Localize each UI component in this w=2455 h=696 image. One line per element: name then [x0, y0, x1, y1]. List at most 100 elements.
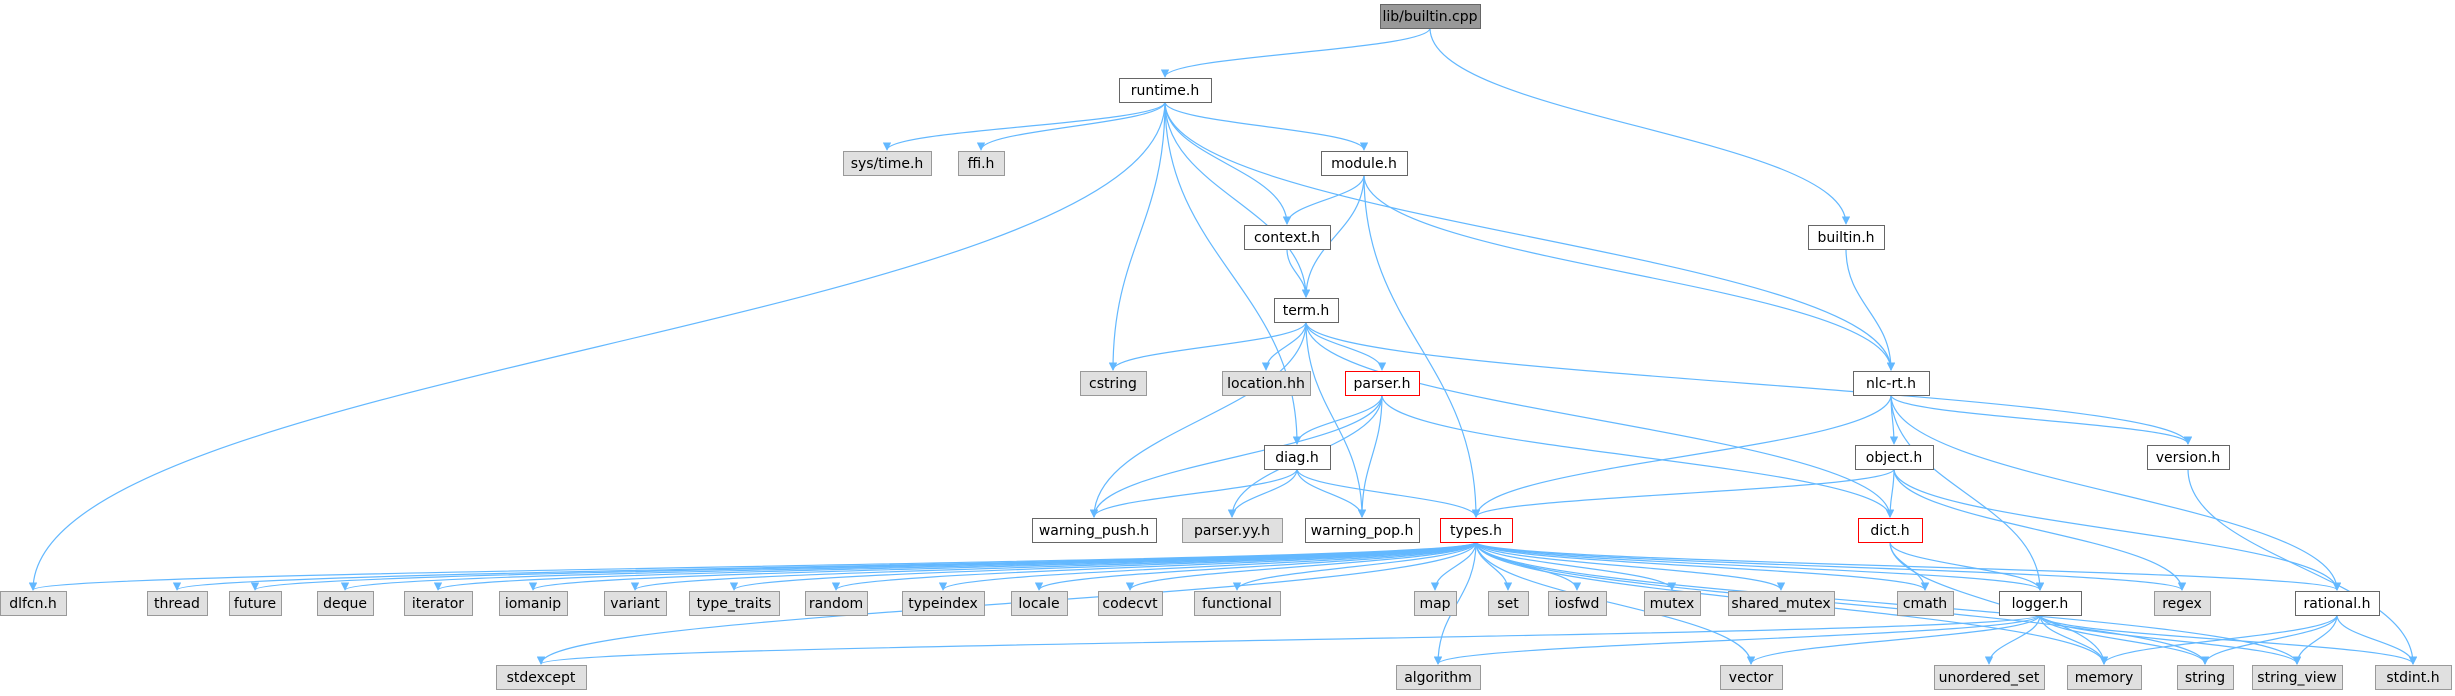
node-stdint-h[interactable]: stdint.h: [2375, 665, 2452, 690]
node-sys-time-h[interactable]: sys/time.h: [843, 151, 932, 176]
edge-dict-h-to-logger-h: [1889, 541, 2045, 591]
node-cstring[interactable]: cstring: [1080, 371, 1147, 396]
edge-types-h-to-codecvt: [1125, 541, 1477, 591]
edge-types-h-to-rational-h: [1475, 541, 2341, 591]
edge-types-h-to-typeindex: [938, 541, 1477, 591]
edge-types-h-to-stdexcept: [536, 541, 1477, 665]
node-box-algorithm: [1396, 665, 1481, 690]
node-builtin-h[interactable]: builtin.h: [1808, 225, 1885, 250]
node-string-view[interactable]: string_view: [2252, 665, 2343, 690]
node-label-typeindex: typeindex: [908, 596, 978, 612]
edge-types-h-to-functional: [1232, 541, 1477, 591]
node-label-iterator: iterator: [412, 596, 464, 612]
node-random[interactable]: random: [805, 591, 868, 616]
node-label-mutex: mutex: [1650, 596, 1695, 612]
node-parser-yy-h[interactable]: parser.yy.h: [1182, 518, 1283, 543]
node-algorithm[interactable]: algorithm: [1396, 665, 1481, 690]
node-functional[interactable]: functional: [1194, 591, 1281, 616]
node-label-iomanip: iomanip: [505, 596, 561, 612]
node-regex[interactable]: regex: [2154, 591, 2211, 616]
node-iosfwd[interactable]: iosfwd: [1548, 591, 1607, 616]
node-warning-push-h[interactable]: warning_push.h: [1032, 518, 1157, 543]
edge-term-h-to-warning-push-h: [1089, 321, 1307, 518]
node-module-h[interactable]: module.h: [1321, 151, 1408, 176]
node-label-object-h: object.h: [1866, 450, 1922, 466]
node-mutex[interactable]: mutex: [1644, 591, 1701, 616]
node-iomanip[interactable]: iomanip: [499, 591, 568, 616]
node-thread[interactable]: thread: [147, 591, 208, 616]
node-codecvt[interactable]: codecvt: [1098, 591, 1163, 616]
nodes-layer: lib/builtin.cpp runtime.h builtin.h sys/tim…: [0, 4, 2452, 690]
node-label-iosfwd: iosfwd: [1555, 596, 1600, 612]
edge-object-h-to-rational-h: [1893, 468, 2342, 591]
node-box-dlfcn-h: [0, 591, 67, 616]
node-future[interactable]: future: [229, 591, 282, 616]
edge-module-h-to-nlc-rt-h: [1363, 174, 1896, 371]
edge-runtime-h-to-nlc-rt-h: [1164, 101, 1896, 371]
edges-layer: [28, 27, 2418, 665]
node-locale[interactable]: locale: [1011, 591, 1068, 616]
node-label-location-hh: location.hh: [1227, 376, 1305, 392]
node-label-map: map: [1419, 596, 1450, 612]
node-rational-h[interactable]: rational.h: [2295, 591, 2380, 616]
node-memory[interactable]: memory: [2067, 665, 2142, 690]
edge-module-h-to-term-h: [1301, 174, 1365, 298]
node-builtin-cpp[interactable]: lib/builtin.cpp: [1380, 4, 1481, 29]
node-label-string: string: [2185, 670, 2225, 686]
edge-nlc-rt-h-to-types-h: [1471, 394, 1892, 518]
node-vector[interactable]: vector: [1720, 665, 1783, 690]
edge-types-h-to-iterator: [434, 541, 1477, 591]
node-string[interactable]: string: [2177, 665, 2234, 690]
node-deque[interactable]: deque: [317, 591, 374, 616]
node-shared-mutex[interactable]: shared_mutex: [1728, 591, 1835, 616]
node-term-h[interactable]: term.h: [1274, 298, 1339, 323]
node-box-regex: [2154, 591, 2211, 616]
node-context-h[interactable]: context.h: [1244, 225, 1331, 250]
edge-logger-h-to-stdexcept: [537, 614, 2041, 665]
node-types-h[interactable]: types.h: [1440, 518, 1513, 543]
edge-types-h-to-string: [1475, 541, 2210, 665]
node-type-traits[interactable]: type_traits: [689, 591, 780, 616]
edge-dict-h-to-memory: [1889, 541, 2109, 665]
node-cmath[interactable]: cmath: [1897, 591, 1954, 616]
node-map[interactable]: map: [1414, 591, 1457, 616]
edge-nlc-rt-h-to-version-h: [1890, 394, 2193, 445]
node-ffi-h[interactable]: ffi.h: [958, 151, 1005, 176]
edge-builtin-cpp-to-runtime-h: [1160, 27, 1431, 78]
node-set[interactable]: set: [1488, 591, 1529, 616]
node-object-h[interactable]: object.h: [1855, 445, 1934, 470]
node-diag-h[interactable]: diag.h: [1264, 445, 1331, 470]
edge-term-h-to-dict-h: [1305, 321, 1895, 518]
node-location-hh[interactable]: location.hh: [1222, 371, 1311, 396]
node-typeindex[interactable]: typeindex: [902, 591, 985, 616]
node-label-thread: thread: [154, 596, 200, 612]
node-label-types-h: types.h: [1450, 523, 1502, 539]
node-dict-h[interactable]: dict.h: [1858, 518, 1923, 543]
node-iterator[interactable]: iterator: [404, 591, 473, 616]
node-parser-h[interactable]: parser.h: [1345, 371, 1420, 396]
node-variant[interactable]: variant: [604, 591, 667, 616]
node-runtime-h[interactable]: runtime.h: [1119, 78, 1212, 103]
edge-types-h-to-regex: [1475, 541, 2186, 591]
edge-object-h-to-types-h: [1471, 468, 1895, 518]
node-box-rational-h: [2295, 591, 2380, 616]
node-stdexcept[interactable]: stdexcept: [496, 665, 587, 690]
node-version-h[interactable]: version.h: [2147, 445, 2230, 470]
edge-types-h-to-shared-mutex: [1475, 541, 1786, 591]
edge-logger-h-to-unordered-set: [1984, 614, 2041, 665]
node-label-builtin-h: builtin.h: [1817, 230, 1874, 246]
edge-parser-h-to-warning-push-h: [1089, 394, 1383, 518]
node-box-string: [2177, 665, 2234, 690]
node-box-iomanip: [499, 591, 568, 616]
node-label-future: future: [234, 596, 276, 612]
node-box-vector: [1720, 665, 1783, 690]
node-nlc-rt-h[interactable]: nlc-rt.h: [1853, 371, 1930, 396]
node-dlfcn-h[interactable]: dlfcn.h: [0, 591, 67, 616]
node-warning-pop-h[interactable]: warning_pop.h: [1305, 518, 1420, 543]
node-label-cmath: cmath: [1903, 596, 1947, 612]
node-logger-h[interactable]: logger.h: [1999, 591, 2082, 616]
node-box-stdexcept: [496, 665, 587, 690]
node-unordered-set[interactable]: unordered_set: [1934, 665, 2045, 690]
node-label-rational-h: rational.h: [2304, 596, 2371, 612]
